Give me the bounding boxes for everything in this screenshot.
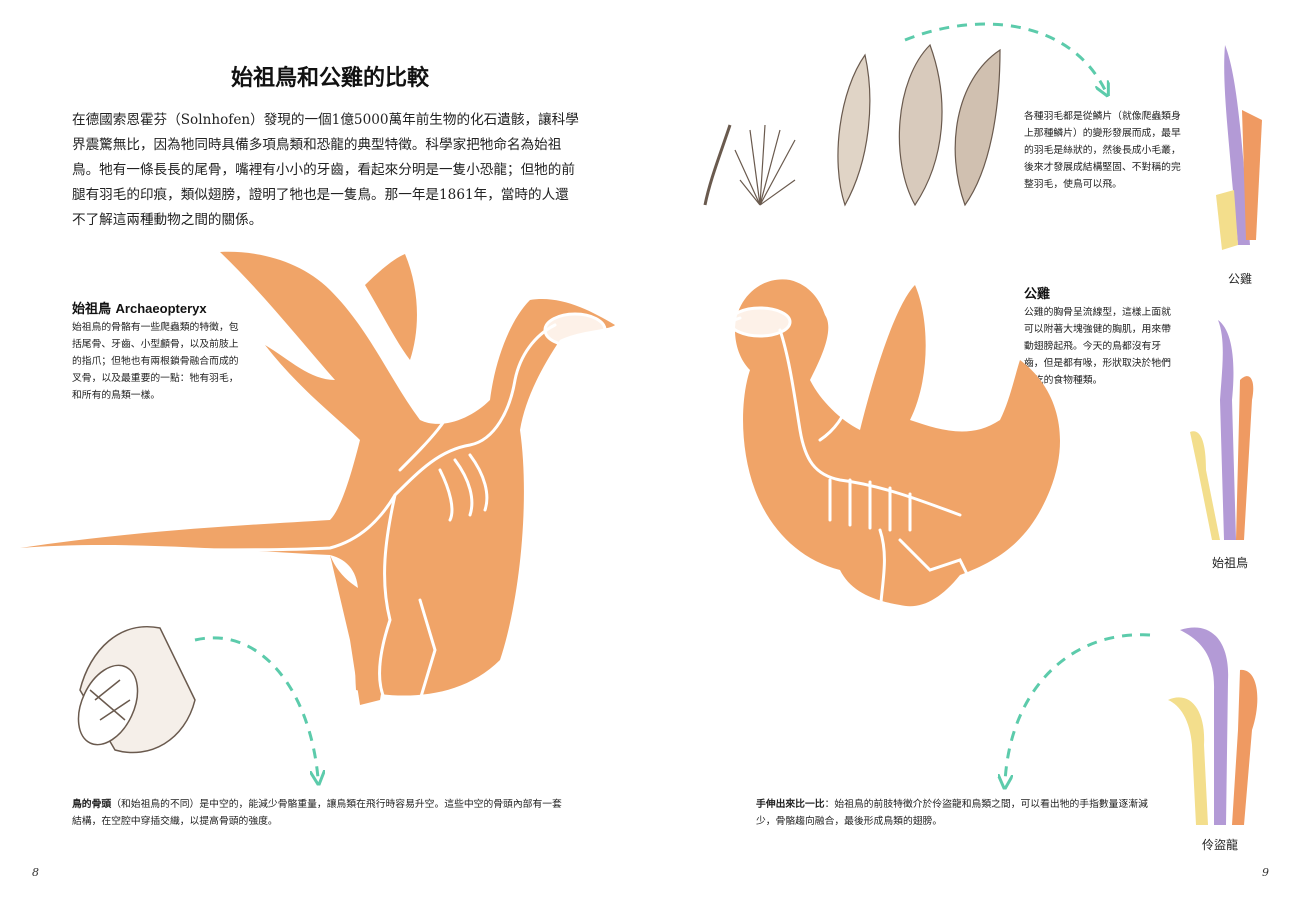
bone-caption: 鳥的骨頭（和始祖鳥的不同）是中空的，能減少骨骼重量，讓鳥類在飛行時容易升空。這些… <box>72 796 562 830</box>
arrow-hands <box>1005 633 1151 782</box>
hands-caption-text: ：始祖鳥的前肢特徵介於伶盜龍和鳥類之間，可以看出牠的手指數量逐漸減少，骨骼趨向融… <box>756 799 1148 827</box>
intro-paragraph: 在德國索恩霍芬（Solnhofen）發現的一個1億5000萬年前生物的化石遺骸，… <box>72 112 579 228</box>
feathers-caption: 各種羽毛都是從鱗片（就像爬蟲類身上那種鱗片）的變形發展而成，最早的羽毛是絲狀的，… <box>1024 111 1181 190</box>
rooster-name: 公雞 <box>1024 287 1051 302</box>
bone-caption-text: （和始祖鳥的不同）是中空的，能減少骨骼重量，讓鳥類在飛行時容易升空。這些中空的骨… <box>72 799 562 827</box>
archaeopteryx-name-latin: Archaeopteryx <box>115 301 207 316</box>
hands-caption: 手伸出來比一比：始祖鳥的前肢特徵介於伶盜龍和鳥類之間，可以看出牠的手指數量逐漸減… <box>756 796 1156 830</box>
hand-bones-archaeopteryx <box>1190 320 1254 540</box>
arrow-bone <box>194 636 318 778</box>
hand-label-rooster: 公雞 <box>1227 272 1252 286</box>
rooster-silhouette <box>735 279 1060 607</box>
bone-caption-bold: 鳥的骨頭 <box>72 799 112 810</box>
hand-label-velociraptor: 伶盜龍 <box>1201 838 1238 852</box>
hand-label-archaeopteryx: 始祖鳥 <box>1211 556 1248 570</box>
page-number-left: 8 <box>32 866 39 879</box>
hollow-bone-illustration <box>77 626 196 754</box>
hand-bones-rooster <box>1216 45 1262 250</box>
rooster-text: 公雞的胸骨呈流線型，這樣上面就可以附著大塊強健的胸肌，用來帶動翅膀起飛。今天的鳥… <box>1024 307 1171 386</box>
archaeopteryx-name-zh: 始祖鳥 <box>72 302 112 317</box>
rooster-caption: 公雞 公雞的胸骨呈流線型，這樣上面就可以附著大塊強健的胸肌，用來帶動翅膀起飛。今… <box>1024 286 1180 389</box>
tuft-feather <box>734 124 796 206</box>
rooster-skeleton <box>718 306 972 752</box>
page-title: 始祖鳥和公雞的比較 <box>230 66 429 91</box>
archaeopteryx-text: 始祖鳥的骨骼有一些爬蟲類的特徵，包括尾骨、牙齒、小型顱骨，以及前肢上的指爪；但牠… <box>72 322 239 401</box>
feather-series <box>703 43 1001 207</box>
hand-bones-velociraptor <box>1168 627 1258 825</box>
archaeopteryx-caption: 始祖鳥 Archaeopteryx 始祖鳥的骨骼有一些爬蟲類的特徵，包括尾骨、牙… <box>72 300 240 404</box>
hands-caption-bold: 手伸出來比一比 <box>756 799 825 810</box>
arrow-feathers <box>904 22 1105 90</box>
page-number-right: 9 <box>1262 866 1269 879</box>
